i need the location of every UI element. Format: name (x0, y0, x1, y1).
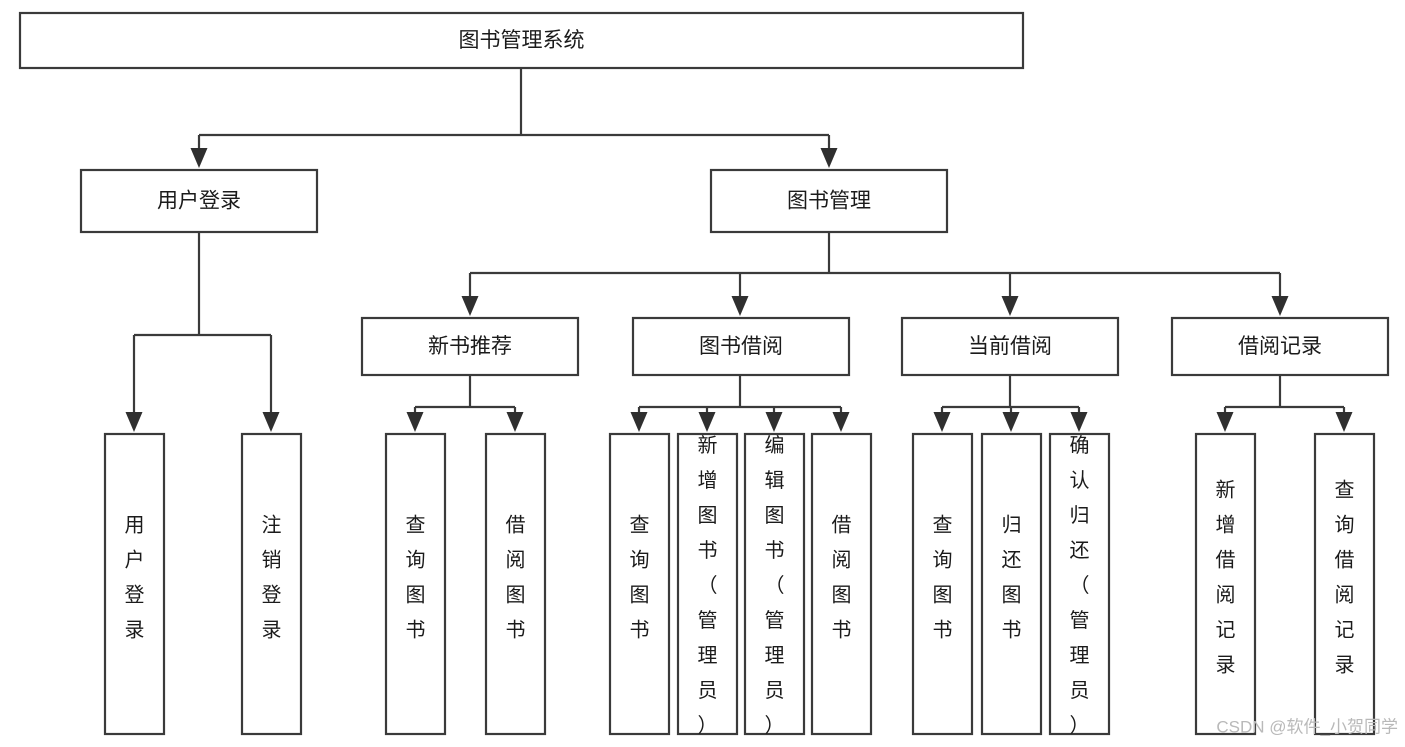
arrow-head-icon (1070, 412, 1088, 432)
node-box[interactable] (810, 432, 873, 736)
node-label: 借阅记录 (1238, 335, 1322, 358)
connector-group (406, 375, 524, 432)
node-label: 用户登录 (125, 515, 145, 642)
node-leaf-query-book-recommend[interactable]: 查询图书 (384, 432, 447, 736)
arrow-head-icon (1216, 412, 1234, 432)
arrow-head-icon (832, 412, 850, 432)
node-leaf-borrow-book[interactable]: 借阅图书 (810, 432, 873, 736)
node-new-book-recommend[interactable]: 新书推荐 (360, 316, 580, 377)
node-label: 新增图书（管理员） (698, 434, 718, 737)
node-leaf-add-borrow-record[interactable]: 新增借阅记录 (1194, 432, 1257, 736)
node-label: 新增借阅记录 (1216, 479, 1236, 677)
node-leaf-query-borrow-record[interactable]: 查询借阅记录 (1313, 432, 1376, 736)
node-label: 借阅图书 (832, 514, 852, 642)
connector-group (190, 68, 838, 168)
node-leaf-logout[interactable]: 注销登录 (240, 432, 303, 736)
node-leaf-borrow-book-recommend[interactable]: 借阅图书 (484, 432, 547, 736)
node-label: 用户登录 (157, 190, 241, 213)
node-borrow-record[interactable]: 借阅记录 (1170, 316, 1390, 377)
node-box[interactable] (1048, 432, 1111, 736)
node-box[interactable] (1313, 432, 1376, 736)
node-box[interactable] (608, 432, 671, 736)
node-box[interactable] (384, 432, 447, 736)
arrow-head-icon (765, 412, 783, 432)
arrow-head-icon (1271, 296, 1289, 316)
node-box[interactable] (79, 168, 319, 234)
connector-group (461, 232, 1289, 316)
node-layer: 图书管理系统用户登录图书管理新书推荐图书借阅当前借阅借阅记录用户登录注销登录查询… (18, 11, 1390, 737)
connector-group (933, 375, 1088, 432)
node-box[interactable] (911, 432, 974, 736)
node-label: 图书管理系统 (459, 29, 585, 52)
node-label: 归还图书 (1002, 514, 1022, 642)
node-label: 注销登录 (262, 514, 282, 642)
node-box[interactable] (103, 432, 166, 736)
node-label: 查询图书 (933, 514, 953, 642)
arrow-head-icon (820, 148, 838, 168)
node-leaf-query-book-current[interactable]: 查询图书 (911, 432, 974, 736)
node-box[interactable] (1170, 316, 1390, 377)
node-box[interactable] (631, 316, 851, 377)
node-label: 查询图书 (406, 514, 426, 642)
connector-group (630, 375, 850, 432)
node-leaf-add-book-admin[interactable]: 新增图书（管理员） (676, 432, 739, 737)
node-label: 图书借阅 (699, 335, 783, 358)
arrow-head-icon (933, 412, 951, 432)
connector-group (125, 232, 280, 432)
node-root[interactable]: 图书管理系统 (18, 11, 1025, 70)
node-box[interactable] (900, 316, 1120, 377)
arrow-head-icon (406, 412, 424, 432)
node-user-login[interactable]: 用户登录 (79, 168, 319, 234)
node-box[interactable] (484, 432, 547, 736)
arrow-head-icon (461, 296, 479, 316)
node-label: 查询图书 (630, 514, 650, 642)
arrow-head-icon (630, 412, 648, 432)
node-leaf-user-login[interactable]: 用户登录 (103, 432, 166, 736)
arrow-head-icon (190, 148, 208, 168)
node-label: 借阅图书 (506, 514, 526, 642)
node-label: 图书管理 (787, 190, 871, 213)
arrow-head-icon (262, 412, 280, 432)
node-box[interactable] (980, 432, 1043, 736)
node-leaf-query-book-borrow[interactable]: 查询图书 (608, 432, 671, 736)
node-label: 查询借阅记录 (1335, 479, 1355, 677)
arrow-head-icon (506, 412, 524, 432)
node-label: 确认归还（管理员） (1070, 434, 1090, 737)
node-box[interactable] (360, 316, 580, 377)
node-box[interactable] (743, 432, 806, 736)
node-leaf-confirm-return-admin[interactable]: 确认归还（管理员） (1048, 432, 1111, 737)
node-leaf-return-book[interactable]: 归还图书 (980, 432, 1043, 736)
node-book-management[interactable]: 图书管理 (709, 168, 949, 234)
node-box[interactable] (709, 168, 949, 234)
node-label: 新书推荐 (428, 335, 512, 358)
node-label: 编辑图书（管理员） (765, 434, 785, 737)
connector-layer (125, 68, 1353, 432)
arrow-head-icon (1335, 412, 1353, 432)
node-box[interactable] (18, 11, 1025, 70)
arrow-head-icon (125, 412, 143, 432)
node-box[interactable] (240, 432, 303, 736)
arrow-head-icon (731, 296, 749, 316)
node-box[interactable] (1194, 432, 1257, 736)
arrow-head-icon (1001, 296, 1019, 316)
csdn-watermark: CSDN @软件_小贺同学 (1216, 717, 1398, 736)
node-leaf-edit-book-admin[interactable]: 编辑图书（管理员） (743, 432, 806, 737)
connector-group (1216, 375, 1353, 432)
arrow-head-icon (1002, 412, 1020, 432)
arrow-head-icon (698, 412, 716, 432)
node-current-borrow[interactable]: 当前借阅 (900, 316, 1120, 377)
node-book-borrow[interactable]: 图书借阅 (631, 316, 851, 377)
node-label: 当前借阅 (968, 335, 1052, 358)
node-box[interactable] (676, 432, 739, 736)
